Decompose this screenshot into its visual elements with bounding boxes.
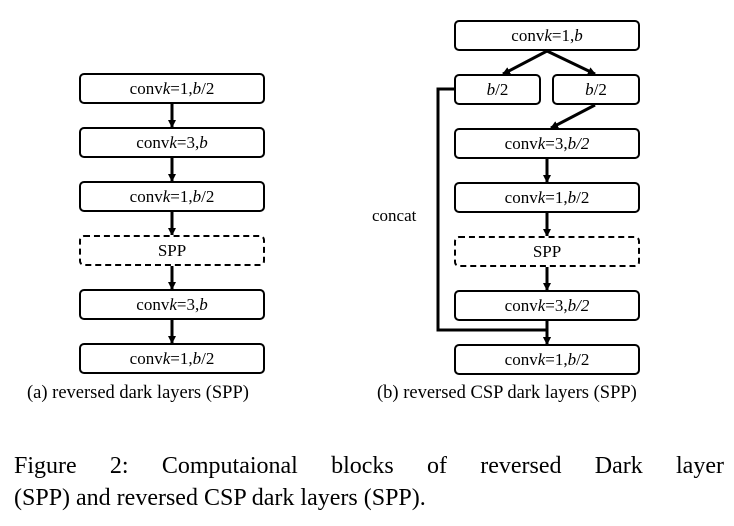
block-label-part: conv xyxy=(129,186,163,206)
block-label-part: k xyxy=(162,78,171,98)
b-arrow-split-left xyxy=(502,49,548,76)
block-label-part: k xyxy=(537,133,546,153)
caption-word: reversed xyxy=(480,453,562,479)
block-label-part: =3, xyxy=(176,132,200,152)
block-label-part: conv xyxy=(136,294,170,314)
block-label-part: SPP xyxy=(532,241,562,261)
block-label-part: conv xyxy=(136,132,170,152)
figure-caption-line-2: (SPP) and reversed CSP dark layers (SPP)… xyxy=(14,485,426,511)
block-label-part: =1, xyxy=(170,78,193,98)
block-label-part: b/2 xyxy=(567,295,590,315)
a-conv-block-5: conv k=1, b/2 xyxy=(79,343,265,374)
block-label-part: =1, xyxy=(170,186,193,206)
a-conv-block-1: conv k=1, b/2 xyxy=(79,73,265,104)
block-label-part: k xyxy=(537,295,546,315)
block-label-part: b xyxy=(574,25,583,45)
block-label-part: b/2 xyxy=(567,133,590,153)
b-conv-block-3: conv k=3, b/2 xyxy=(454,290,640,321)
block-label-part: b xyxy=(199,132,208,152)
block-label-part: =1, xyxy=(170,348,193,368)
a-conv-block-3: conv k=1, b/2 xyxy=(79,181,265,212)
block-label-part: b xyxy=(192,78,202,98)
block-label-part: b xyxy=(192,348,202,368)
block-label-part: k xyxy=(544,25,552,45)
block-label-part: =1, xyxy=(545,187,568,207)
a-spp-block: SPP xyxy=(79,235,265,266)
b-conv-block-1: conv k=3, b/2 xyxy=(454,128,640,159)
block-label-part: /2 xyxy=(576,187,590,207)
caption-word: of xyxy=(427,453,447,479)
b-conv-block-4: conv k=1, b/2 xyxy=(454,344,640,375)
figure-caption-line-1: Figure 2: Computaional blocks of reversed Dark… xyxy=(14,450,724,482)
a-conv-block-2: conv k=3, b xyxy=(79,127,265,158)
b-spp-block: SPP xyxy=(454,236,640,267)
block-label-part: k xyxy=(162,348,171,368)
block-label-part: conv xyxy=(504,133,538,153)
caption-word: Dark xyxy=(594,453,643,479)
caption-word: Computaional xyxy=(161,453,298,479)
block-label-part: conv xyxy=(511,25,545,45)
block-label-part: =1, xyxy=(551,25,575,45)
block-label-part: k xyxy=(162,186,171,206)
block-label-part: /2 xyxy=(201,78,215,98)
block-label-part: b xyxy=(585,79,594,99)
b-arrow-split-right xyxy=(546,49,596,76)
block-label-part: conv xyxy=(129,78,163,98)
b-split-left-block: b/2 xyxy=(454,74,541,105)
block-label-part: /2 xyxy=(495,79,509,99)
block-label-part: conv xyxy=(504,349,538,369)
caption-word: Figure xyxy=(14,453,77,479)
block-label-part: conv xyxy=(504,187,538,207)
block-label-part: k xyxy=(169,132,177,152)
block-label-part: b xyxy=(199,294,208,314)
block-label-part: /2 xyxy=(201,348,215,368)
b-split-right-block: b/2 xyxy=(552,74,640,105)
caption-a: (a) reversed dark layers (SPP) xyxy=(27,383,249,403)
block-label-part: =3, xyxy=(176,294,200,314)
b-conv-block-2: conv k=1, b/2 xyxy=(454,182,640,213)
block-label-part: b xyxy=(567,349,577,369)
caption-word: blocks xyxy=(331,453,394,479)
block-label-part: k xyxy=(169,294,177,314)
caption-b: (b) reversed CSP dark layers (SPP) xyxy=(377,383,637,403)
block-label-part: SPP xyxy=(157,240,187,260)
b-concat-arrow xyxy=(436,87,551,345)
block-label-part: b xyxy=(486,79,496,99)
block-label-part: /2 xyxy=(593,79,607,99)
block-label-part: b xyxy=(192,186,202,206)
block-label-part: conv xyxy=(504,295,538,315)
block-label-part: /2 xyxy=(201,186,215,206)
caption-word: 2: xyxy=(109,453,129,479)
concat-label: concat xyxy=(372,206,417,225)
block-label-part: k xyxy=(537,187,546,207)
block-label-part: /2 xyxy=(576,349,590,369)
block-label-part: =3, xyxy=(545,295,568,315)
block-label-part: conv xyxy=(129,348,163,368)
block-label-part: k xyxy=(537,349,546,369)
block-label-part: =1, xyxy=(545,349,568,369)
block-label-part: b xyxy=(567,187,577,207)
block-label-part: =3, xyxy=(545,133,568,153)
b-arrow-to-conv xyxy=(550,103,596,130)
caption-word: layer xyxy=(676,453,724,479)
a-conv-block-4: conv k=3, b xyxy=(79,289,265,320)
b-top-conv-block: conv k=1, b xyxy=(454,20,640,51)
